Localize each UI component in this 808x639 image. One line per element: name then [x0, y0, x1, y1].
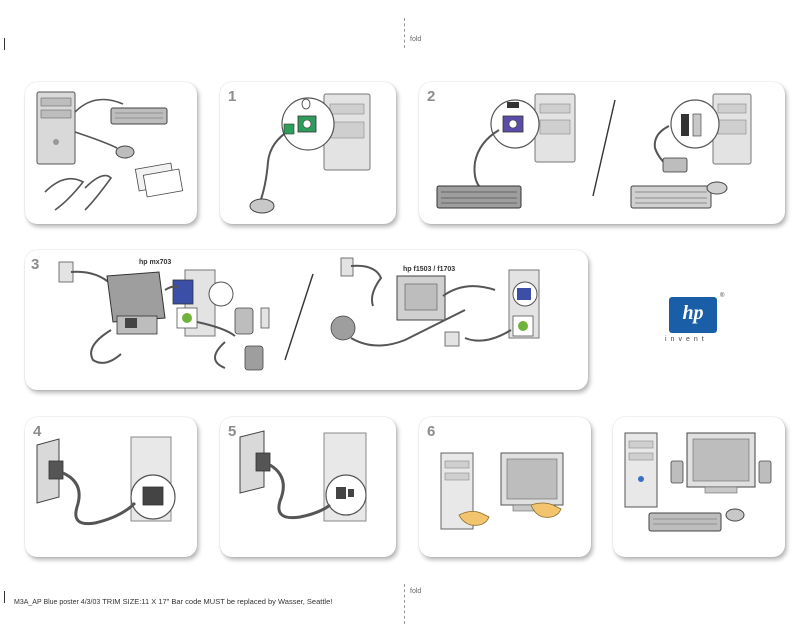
mouse-icon	[725, 508, 745, 522]
panel-step-3: 3 hp mx703 hp f1503 / f1703	[25, 250, 588, 390]
step-number-1: 1	[228, 88, 237, 105]
footer-trim: TRIM SIZE:11 X 17" Bar code MUST be repl…	[102, 597, 333, 606]
footer-note: M3A_AP Blue poster 4/3/03 TRIM SIZE:11 X…	[14, 597, 332, 606]
crop-mark-left-top	[4, 38, 5, 50]
crop-mark-left-bottom	[4, 591, 5, 603]
monitor-label-right: hp f1503 / f1703	[403, 266, 456, 273]
monitor-icon	[686, 432, 756, 494]
step-number-2: 2	[427, 88, 436, 105]
mouse-icon	[706, 181, 728, 195]
step-number-4: 4	[33, 423, 42, 440]
computer-icon	[624, 432, 658, 508]
computer-icon	[440, 452, 474, 530]
panel-contents	[25, 82, 197, 224]
divider-slash	[592, 99, 616, 197]
hp-logo: hp	[669, 297, 717, 333]
power-plug-icon	[36, 438, 64, 504]
step-3-illustration	[58, 257, 540, 371]
step-5-illustration	[239, 430, 367, 522]
computer-icon	[712, 93, 752, 165]
computer-icon	[534, 93, 576, 163]
step-number-6: 6	[427, 423, 436, 440]
power-plug-icon	[340, 257, 354, 277]
keyboard-icon	[630, 185, 712, 209]
computer-icon	[36, 91, 76, 165]
cable-icon	[259, 129, 291, 203]
fold-label-top: fold	[410, 36, 422, 43]
cable-icon	[44, 174, 113, 211]
speaker-icon	[670, 460, 772, 484]
panel-step-4: 4	[25, 417, 197, 557]
fold-line-top	[404, 18, 405, 48]
cable-icon	[473, 129, 500, 187]
keyboard-icon	[436, 185, 522, 209]
contents-illustration	[36, 91, 184, 211]
keyboard-icon	[110, 107, 168, 125]
panel-complete	[613, 417, 785, 557]
footer-prefix: M3A_AP Blue poster 4/3/03	[14, 599, 101, 606]
mouse-symbol-icon	[301, 98, 311, 110]
hp-logo-mark: hp	[682, 302, 704, 324]
monitor-icon	[396, 275, 446, 321]
registered-mark: ®	[720, 293, 725, 299]
divider-slash	[284, 273, 314, 361]
power-plug-icon	[58, 261, 74, 283]
cable-icon	[62, 471, 137, 526]
power-plug-icon	[239, 430, 271, 494]
step-number-5: 5	[228, 423, 237, 440]
hand-icon	[458, 502, 562, 526]
computer-icon	[323, 93, 371, 171]
fold-label-bottom: fold	[410, 588, 422, 595]
step-2-illustration	[436, 93, 752, 209]
monitor-icon	[106, 271, 166, 335]
monitor-label-left: hp mx703	[139, 259, 172, 266]
panel-step-1: 1	[220, 82, 396, 224]
keyboard-icon	[648, 512, 722, 532]
step-1-illustration	[249, 93, 371, 214]
panel-step-5: 5	[220, 417, 396, 557]
mouse-icon	[249, 198, 275, 214]
document-icon	[134, 162, 184, 198]
fold-line-bottom	[404, 584, 405, 624]
step-4-illustration	[36, 436, 176, 526]
speaker-icon	[234, 307, 264, 371]
mouse-icon	[115, 145, 135, 159]
step-number-3: 3	[31, 256, 40, 273]
hp-tagline: invent	[665, 336, 708, 343]
monitor-icon	[500, 452, 564, 512]
cable-icon	[269, 463, 331, 520]
panel-step-6: 6	[419, 417, 591, 557]
step-6-illustration	[440, 452, 564, 530]
panel-step-2: 2	[419, 82, 785, 224]
complete-illustration	[624, 432, 772, 532]
